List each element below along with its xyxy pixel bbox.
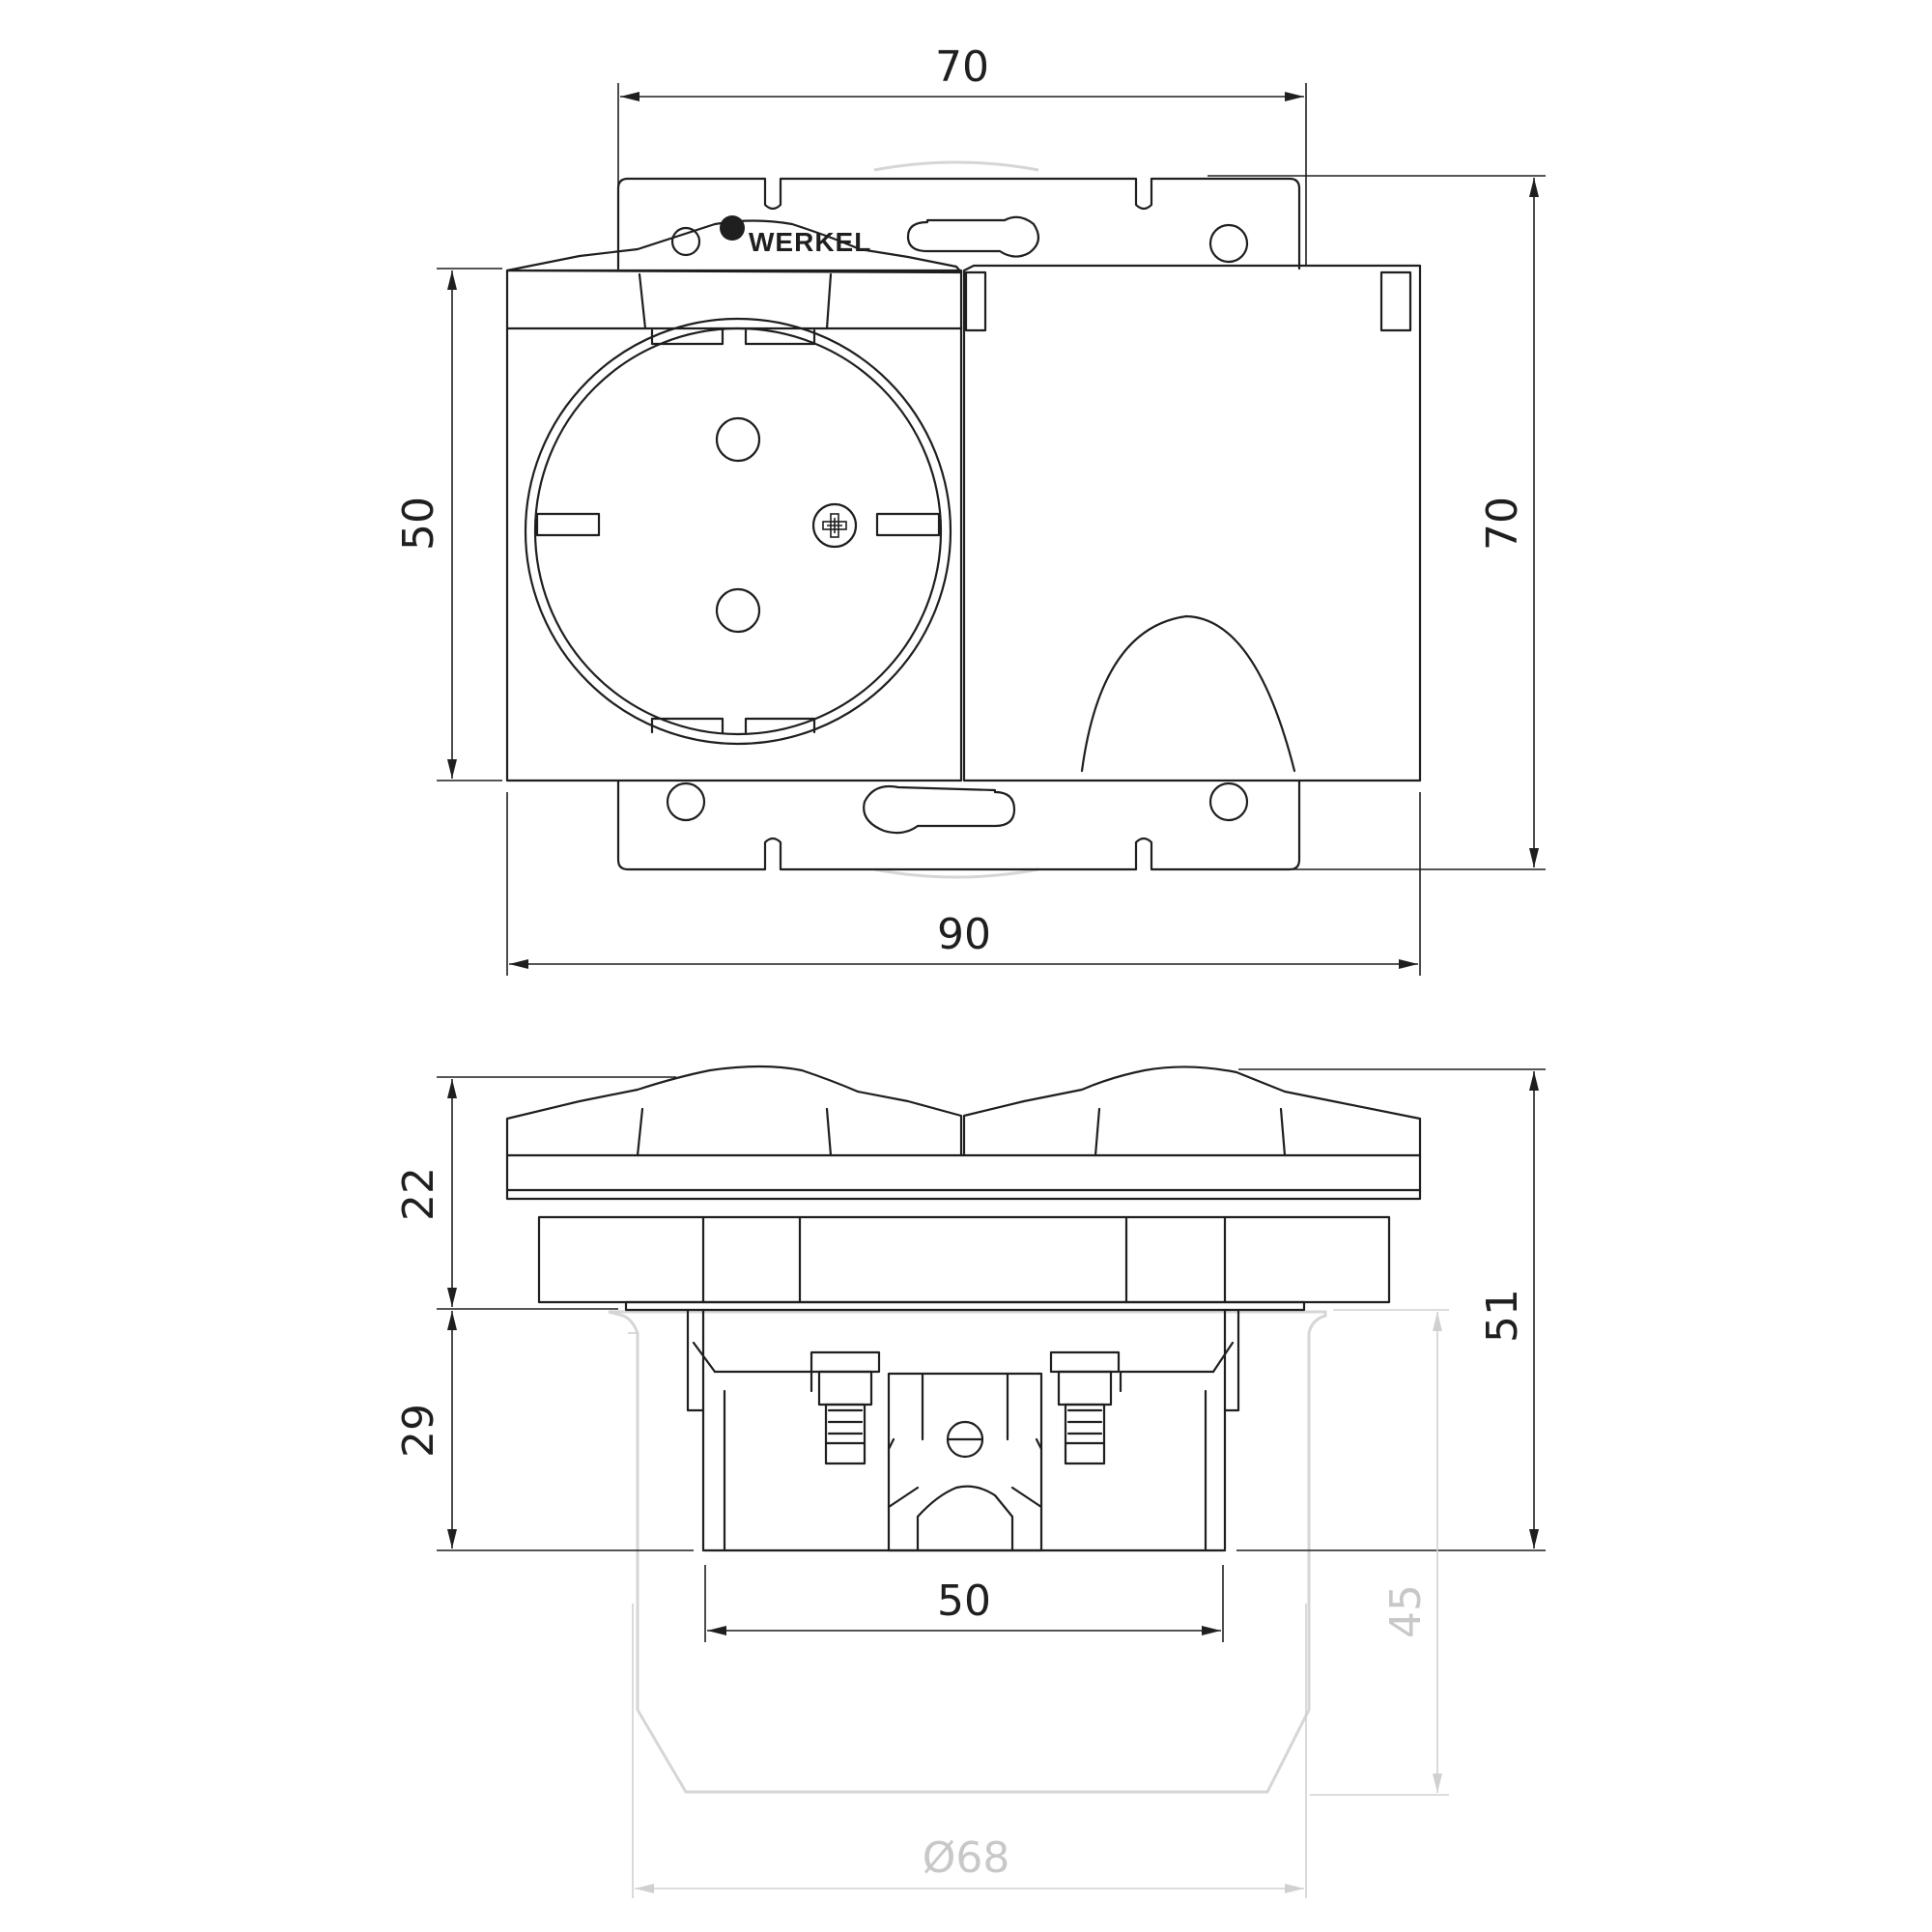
werkel-logo-icon (720, 215, 745, 241)
dim-overall-width: 90 (506, 792, 1421, 976)
side-lid-left (505, 1065, 963, 1157)
dim-mechanism-width: 50 (704, 1565, 1224, 1642)
frame-slot-top (906, 215, 1040, 258)
side-housing-band (505, 1153, 1422, 1201)
earth-contact-top (650, 328, 816, 346)
terminal-screw-left (810, 1350, 881, 1465)
earth-clip-left (535, 512, 601, 537)
dim-label: 45 (1381, 1584, 1431, 1638)
frame-screw-hole (1208, 781, 1249, 822)
dim-label: Ø68 (923, 1833, 1010, 1883)
frame-slot-bottom (863, 784, 1016, 835)
dim-socket-height: 50 (394, 268, 502, 781)
blank-module-latch (1379, 270, 1412, 332)
dim-frame-height: 70 (1208, 175, 1546, 870)
mounting-box-outline-top (873, 160, 1039, 172)
dim-box-depth: 45 (1310, 1309, 1449, 1796)
dim-in-wall: 29 (394, 1311, 694, 1551)
dim-label: 50 (937, 1577, 991, 1626)
dim-frame-width: 70 (617, 43, 1307, 267)
pin-hole-bottom (715, 587, 761, 634)
earth-contact-bottom (650, 717, 816, 734)
side-lid-right (962, 1065, 1422, 1157)
pin-hole-top (715, 416, 761, 463)
socket-face-inner (533, 327, 943, 736)
dim-box-diameter: Ø68 (632, 1604, 1307, 1898)
side-mechanism (701, 1308, 1227, 1552)
blank-module-arch (1080, 614, 1296, 773)
frame-screw-hole (670, 226, 701, 257)
mounting-claw-left (686, 1308, 717, 1412)
frame-screw-hole (666, 781, 706, 822)
dim-label: 51 (1478, 1289, 1527, 1343)
mounting-claw-right (1211, 1308, 1240, 1412)
dim-above-wall: 22 (394, 1076, 676, 1310)
socket-lid-left (505, 219, 963, 274)
dim-total-depth: 51 (1236, 1068, 1546, 1551)
dim-label: 29 (394, 1404, 443, 1458)
side-view: 22 29 51 50 45 Ø68 (394, 1065, 1546, 1898)
blank-module-latch (964, 270, 987, 332)
dim-label: 90 (937, 910, 991, 959)
front-view: WERKEL (394, 43, 1546, 976)
earth-terminal-block (887, 1372, 1043, 1552)
socket-face-outer (524, 317, 952, 746)
earth-clip-right (875, 512, 941, 537)
side-lid-grips (636, 1107, 1287, 1157)
frame-screw-hole (1208, 223, 1249, 264)
center-screw-icon (811, 502, 858, 549)
blank-module-right (962, 264, 1422, 782)
side-mounting-plate (624, 1300, 1306, 1312)
mounting-frame-top (616, 177, 1301, 270)
dim-label: 70 (935, 43, 989, 92)
socket-housing-left (505, 269, 963, 782)
lid-grip-left (638, 272, 833, 330)
brand-name: WERKEL (749, 227, 871, 257)
side-mid-body (537, 1215, 1391, 1304)
dim-label: 70 (1478, 497, 1527, 551)
brand-logo: WERKEL (720, 215, 871, 257)
dim-label: 50 (394, 497, 443, 551)
mounting-box (608, 1310, 1327, 1794)
dim-label: 22 (394, 1167, 443, 1221)
terminal-screw-right (1049, 1350, 1121, 1465)
mounting-box-outline-bottom (873, 867, 1039, 879)
